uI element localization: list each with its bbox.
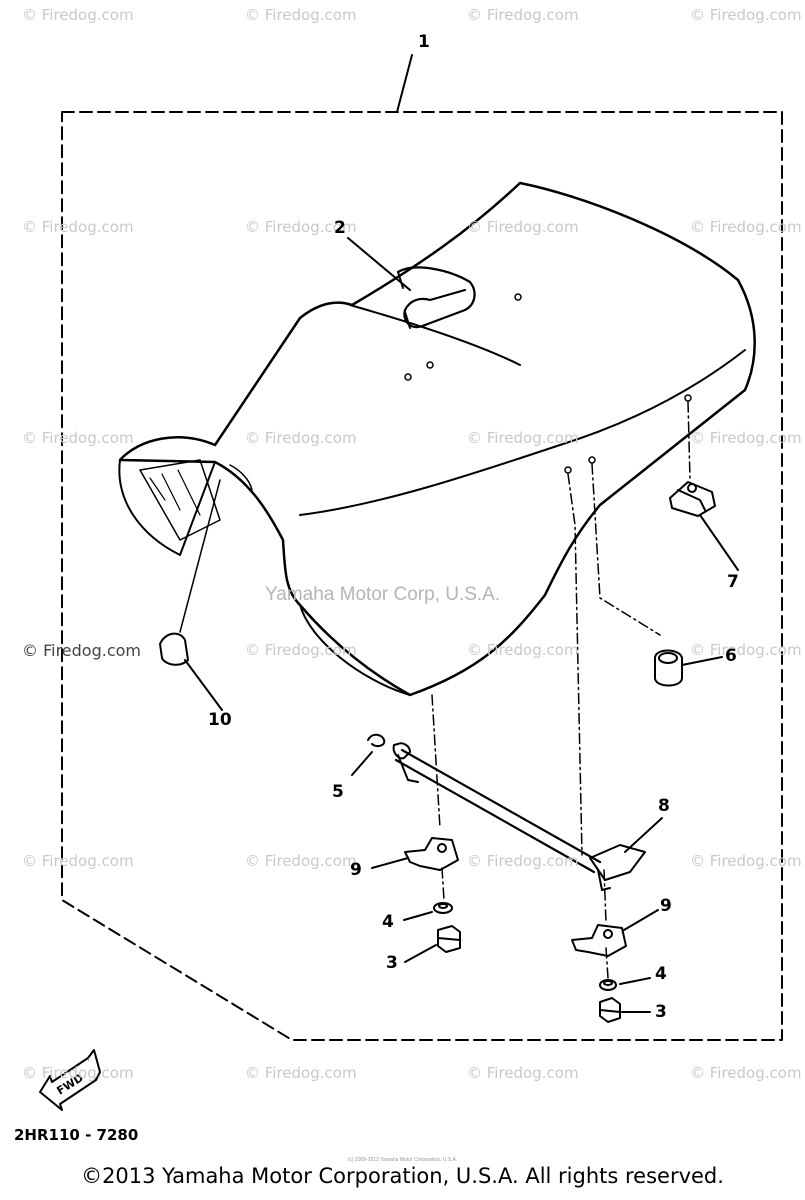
watermark: © Firedog.com <box>22 218 134 236</box>
watermark: © Firedog.com <box>245 641 357 659</box>
part-9-bracket-lower <box>571 924 627 957</box>
diagram-part-code: 2HR110 - 7280 <box>14 1126 139 1144</box>
callout-3-upper: 3 <box>386 953 398 973</box>
callout-4-upper: 4 <box>382 912 394 932</box>
leader-2 <box>347 237 411 291</box>
watermark: © Firedog.com <box>22 852 134 870</box>
part-10-damper <box>159 632 189 666</box>
part-6-damper <box>654 649 683 687</box>
watermark: © Firedog.com <box>467 6 579 24</box>
leader-9b <box>623 909 659 931</box>
watermark: © Firedog.com <box>690 218 802 236</box>
watermark: © Firedog.com <box>467 641 579 659</box>
part-9-bracket-upper <box>404 837 459 871</box>
fwd-arrow <box>39 1049 101 1111</box>
part-3-bolt-upper <box>437 925 461 953</box>
copyright-notice: ©2013 Yamaha Motor Corporation, U.S.A. A… <box>81 1164 724 1188</box>
leader-6 <box>681 656 723 666</box>
watermark: © Firedog.com <box>467 852 579 870</box>
watermark: © Firedog.com <box>245 218 357 236</box>
callout-2: 2 <box>334 218 346 238</box>
watermark: © Firedog.com <box>22 641 141 660</box>
watermark: © Firedog.com <box>22 429 134 447</box>
callout-7: 7 <box>727 572 739 592</box>
tiny-notice: (c) 2009-2013 Yamaha Motor Corporation, … <box>347 1157 458 1163</box>
watermark: © Firedog.com <box>690 1064 802 1082</box>
assembly-boundary <box>61 111 783 1041</box>
leader-3a <box>404 944 437 963</box>
callout-5: 5 <box>332 782 344 802</box>
callout-3-lower: 3 <box>655 1002 667 1022</box>
leader-4a <box>403 911 433 921</box>
watermark: © Firedog.com <box>245 6 357 24</box>
watermark: © Firedog.com <box>245 429 357 447</box>
callout-10: 10 <box>208 710 232 730</box>
callout-1: 1 <box>418 32 430 52</box>
watermark: © Firedog.com <box>690 429 802 447</box>
part-2-hook <box>396 266 476 329</box>
part-5-clip <box>367 733 386 748</box>
leader-4b <box>619 977 651 985</box>
watermark: © Firedog.com <box>22 1064 134 1082</box>
watermark: © Firedog.com <box>467 429 579 447</box>
watermark: © Firedog.com <box>690 852 802 870</box>
watermark: © Firedog.com <box>22 6 134 24</box>
watermark: © Firedog.com <box>245 852 357 870</box>
leader-1 <box>396 54 413 113</box>
watermark: © Firedog.com <box>467 1064 579 1082</box>
callout-9-upper: 9 <box>350 860 362 880</box>
callout-8: 8 <box>658 796 670 816</box>
watermark: © Firedog.com <box>467 218 579 236</box>
callout-6: 6 <box>725 646 737 666</box>
watermark: © Firedog.com <box>690 6 802 24</box>
leader-9a <box>371 857 409 869</box>
leader-10 <box>184 659 223 711</box>
part-7-nut <box>669 481 716 517</box>
leader-7 <box>699 514 739 571</box>
leader-5 <box>351 751 373 776</box>
watermark: © Firedog.com <box>245 1064 357 1082</box>
callout-4-lower: 4 <box>655 964 667 984</box>
leader-8 <box>624 817 663 853</box>
part-3-bolt-lower <box>599 997 621 1023</box>
watermark: © Firedog.com <box>690 641 802 659</box>
seat-body <box>118 181 756 697</box>
part-8-rod <box>394 748 602 874</box>
callout-9-lower: 9 <box>660 896 672 916</box>
center-watermark: Yamaha Motor Corp, U.S.A. <box>265 584 501 605</box>
